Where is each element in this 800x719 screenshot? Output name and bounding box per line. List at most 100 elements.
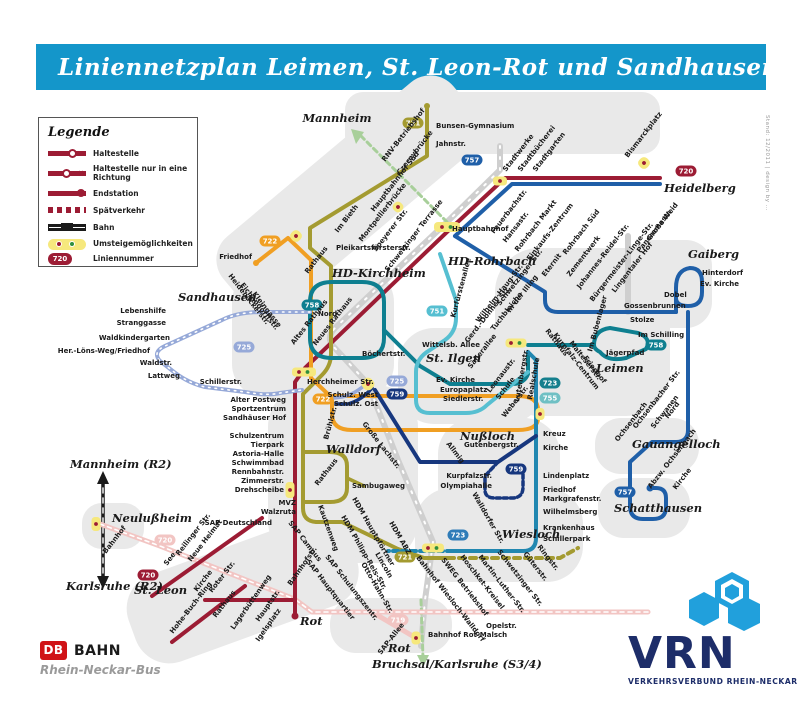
legend-label: Endstation <box>93 188 139 198</box>
svg-text:751: 751 <box>430 308 445 316</box>
stop-label: Tierpark <box>251 441 285 449</box>
svg-text:720: 720 <box>158 537 173 545</box>
svg-text:757: 757 <box>618 489 633 497</box>
legend-item-richtung: Haltestelle nur in eine Richtung <box>48 164 188 183</box>
legend-item-spaetverkehr: Spätverkehr <box>48 203 188 217</box>
place-label: Wiesloch <box>502 527 560 541</box>
rhein-neckar-bus-label: Rhein-Neckar-Bus <box>40 663 161 677</box>
legend-item-umsteige: Umsteigemöglichkeiten <box>48 238 193 250</box>
stop-label: Olympiahalle <box>440 482 492 490</box>
legend-item-endstation: Endstation <box>48 186 188 200</box>
stop-label: Lattweg <box>148 372 180 380</box>
line-badge-722: 722 <box>312 393 334 405</box>
svg-text:759: 759 <box>509 466 524 474</box>
line-badge-759: 759 <box>505 463 527 475</box>
stop-label: Schulz. Ost <box>334 400 379 408</box>
route-723-wiesloch <box>450 350 538 553</box>
stop-label: Im Schilling <box>638 331 684 339</box>
place-label: Karlsruhe (R2) <box>65 579 163 593</box>
place-label: Sandhausen <box>178 290 256 304</box>
stop-label: Schwimmbad <box>232 459 284 467</box>
route-sbahn-arrow-bruchsal <box>419 598 425 660</box>
line-badge-758: 758 <box>301 299 323 311</box>
stop-label: MVZ <box>279 499 296 507</box>
stop-label: Wittelsb. Allee <box>422 341 480 349</box>
route-757-top <box>453 182 662 238</box>
transfer-node <box>290 230 302 242</box>
svg-text:723: 723 <box>543 380 558 388</box>
stop-label: Friedhof <box>219 253 253 261</box>
route-757-south <box>628 310 690 521</box>
legend-swatch-umsteige <box>48 238 86 250</box>
line-badge-725: 725 <box>233 341 255 353</box>
title-bar: Liniennetzplan Leimen, St. Leon-Rot und … <box>36 44 778 90</box>
stop-label: Schulz. West <box>328 391 379 399</box>
stop-label: Waldkindergarten <box>99 334 170 342</box>
stop-label: Europaplatz <box>440 386 487 394</box>
place-label: Gaiberg <box>688 247 739 261</box>
legend-swatch-bahn <box>48 220 86 234</box>
route-751-stilgen-ring <box>414 252 530 415</box>
stop-label: Hinterdorf <box>702 269 744 277</box>
stop-label: Markgrafenstr. <box>543 495 601 503</box>
legend-swatch-endstation <box>48 186 86 200</box>
place-label: Neulußheim <box>111 511 192 525</box>
place-label: Mannheim (R2) <box>69 457 172 471</box>
route-719-720-spaet-south-gap <box>295 599 649 613</box>
endstation-schatthausen <box>646 484 654 492</box>
place-label: Schatthausen <box>614 501 702 515</box>
line-badge-759: 759 <box>386 388 408 400</box>
stop-label: Ev. Kirche <box>436 376 475 384</box>
stop-label: Jägerpfad <box>605 349 644 357</box>
transfer-node <box>285 482 295 498</box>
stop-label: Gossenbrunnen <box>624 302 686 310</box>
stop-label: Herchheimer Str. <box>307 378 374 386</box>
transfer-node <box>91 517 101 531</box>
route-758-east <box>382 328 530 386</box>
place-label: Rot <box>387 641 411 655</box>
legend-swatch-spaetverkehr <box>48 203 86 217</box>
legend: Legende HaltestelleHaltestelle nur in ei… <box>38 117 198 267</box>
stop-label: Kurpfalzstr. <box>446 472 492 480</box>
stop-label: Sandhäuser Hof <box>223 414 287 422</box>
route-sbahn-arrow-mannheim <box>358 133 449 224</box>
route-757-gaiberg-loop <box>674 266 704 314</box>
stop-label: Friedhof <box>543 486 577 494</box>
stop-label: Walzruta <box>261 508 296 516</box>
legend-label: Liniennummer <box>93 254 154 264</box>
place-label: Nußloch <box>459 429 515 443</box>
vrn-subtitle: VERKEHRSVERBUND RHEIN-NECKAR <box>628 676 798 686</box>
route-759-nussloch <box>373 388 538 464</box>
place-label: Walldorf <box>326 442 383 456</box>
line-badge-751: 751 <box>426 305 448 317</box>
route-720-main <box>293 176 662 616</box>
place-label: Heidelberg <box>663 181 736 195</box>
legend-label: Bahn <box>93 222 115 232</box>
svg-text:755: 755 <box>543 395 558 403</box>
route-720-spaet-west-gap <box>99 523 293 599</box>
stop-label: Drehscheibe <box>235 486 284 494</box>
stop-label: Böchertstr. <box>362 350 405 358</box>
vrn-logo-icon <box>689 572 760 631</box>
line-badge-719: 719 <box>387 614 409 626</box>
stop-label: Alter Postweg <box>231 396 286 404</box>
stop-label: Krankenhaus <box>543 524 595 532</box>
stop-label: Dobel <box>664 291 687 299</box>
svg-text:719: 719 <box>391 617 406 625</box>
route-759-nussloch-loop <box>483 460 525 500</box>
place-label: Gauangelloch <box>632 437 721 451</box>
transfer-node <box>292 367 316 377</box>
stop-label: Schulzentrum <box>230 432 284 440</box>
legend-label: Haltestelle nur in eine Richtung <box>93 164 188 183</box>
place-label: St. Ilgen <box>426 351 481 365</box>
place-label: Leimen <box>595 361 644 375</box>
route-720-stleon-a <box>150 516 264 598</box>
line-badge-755: 755 <box>539 392 561 404</box>
line-badge-723: 723 <box>447 529 469 541</box>
place-label: Rot <box>299 614 323 628</box>
stop-label: Stolze <box>630 316 655 324</box>
vrn-brand: VRN VERKEHRSVERBUND RHEIN-NECKAR <box>628 570 798 686</box>
route-721-sap <box>301 500 450 560</box>
